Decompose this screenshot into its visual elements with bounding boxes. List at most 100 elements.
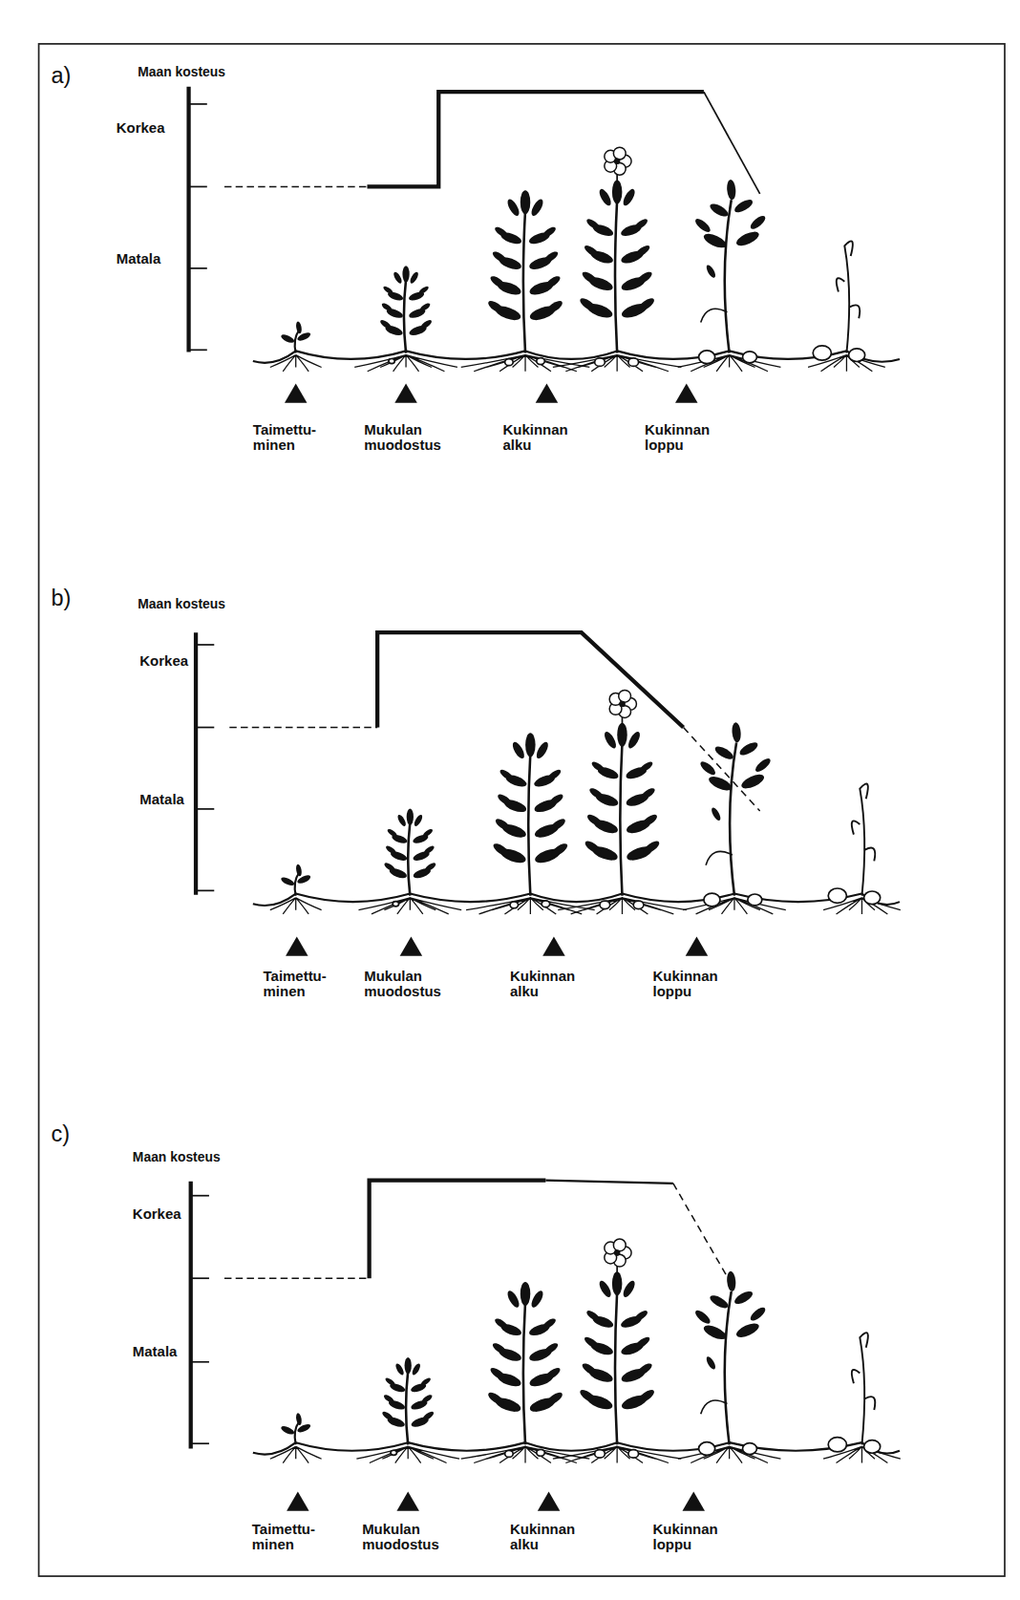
potato-leaf	[706, 773, 734, 794]
potato-leaf	[541, 1316, 558, 1331]
potato-leaf	[544, 298, 565, 317]
potato-leaf	[520, 1281, 531, 1306]
potato-leaf	[732, 1288, 755, 1306]
potato-leaf	[731, 722, 743, 744]
plant-stem	[701, 1400, 728, 1414]
potato-leaf	[295, 1412, 303, 1426]
plant-stem	[701, 308, 728, 322]
axis-tick	[195, 807, 214, 810]
potato-leaf	[417, 284, 430, 296]
plant-stem	[403, 279, 406, 354]
potato-leaf	[418, 301, 431, 314]
potato-leaf	[385, 827, 399, 838]
potato-leaf	[582, 243, 600, 259]
flower-center	[614, 158, 620, 165]
potato-leaf	[488, 274, 508, 291]
potato-leaf	[382, 284, 395, 296]
axis-tick	[189, 348, 208, 351]
potato-leaf	[493, 1316, 510, 1331]
moisture-curve	[224, 1276, 370, 1278]
stage-label: Mukulan muodostus	[363, 969, 442, 999]
axis-tick	[191, 1360, 210, 1363]
plant-stem	[295, 330, 299, 353]
tuber	[864, 891, 881, 905]
axis-level: Korkea	[116, 120, 166, 136]
potato-leaf	[525, 732, 535, 757]
tuber	[812, 345, 831, 361]
potato-leaf	[392, 270, 404, 284]
axis-tick	[191, 1276, 210, 1279]
potato-leaf	[707, 1293, 730, 1311]
potato-leaf	[543, 1365, 562, 1382]
potato-leaf	[577, 1387, 598, 1405]
moisture-curve	[673, 1183, 730, 1280]
plant-roots	[678, 355, 782, 372]
potato-leaf	[693, 216, 713, 235]
tuber	[628, 358, 639, 367]
tuber	[703, 892, 721, 907]
potato-leaf	[486, 298, 507, 317]
potato-leaf	[505, 197, 522, 218]
axis-title: Maan kosteus	[132, 1150, 221, 1166]
potato-leaf	[542, 1340, 560, 1357]
stage-marker	[284, 383, 307, 404]
potato-leaf	[295, 320, 303, 335]
axis-tick	[195, 890, 214, 893]
potato-leaf	[590, 760, 607, 775]
tuber	[633, 900, 644, 910]
stage-label: Kukinnan alku	[510, 1521, 575, 1552]
moisture-curve	[369, 1180, 547, 1279]
potato-leaf	[582, 1335, 600, 1351]
dead-stem	[851, 784, 876, 896]
outer-frame	[39, 43, 1005, 1576]
potato-leaf	[693, 1308, 713, 1327]
axis-level: Korkea	[139, 654, 189, 670]
stage-label: Taimettu- minen	[252, 1521, 316, 1552]
potato-leaf	[707, 201, 730, 219]
potato-leaf	[636, 1387, 657, 1405]
potato-leaf	[406, 807, 414, 825]
potato-leaf	[633, 1308, 650, 1323]
potato-leaf	[505, 1289, 522, 1310]
stage-label: Kukinnan loppu	[653, 1521, 719, 1552]
tuber	[536, 1448, 546, 1456]
stage-marker	[285, 935, 308, 956]
axis-tick	[191, 1194, 210, 1197]
potato-plant	[270, 863, 322, 914]
plant-stem	[405, 1370, 408, 1445]
potato-leaf	[491, 841, 512, 859]
potato-leaf	[394, 1361, 406, 1376]
potato-leaf	[421, 1409, 435, 1422]
potato-leaf	[420, 1393, 433, 1405]
potato-leaf	[410, 1361, 423, 1376]
stage-label: Kukinnan loppu	[653, 969, 719, 999]
tuber	[828, 1437, 847, 1452]
stage-marker	[400, 935, 423, 956]
tuber	[849, 348, 866, 362]
tuber	[747, 893, 763, 906]
potato-leaf	[637, 760, 655, 775]
potato-plant	[461, 190, 591, 372]
plant-stem	[705, 850, 733, 865]
potato-leaf	[725, 1270, 737, 1292]
soil-surface	[253, 350, 900, 362]
potato-leaf	[585, 812, 604, 829]
tuber	[743, 351, 758, 363]
plant-stem	[523, 210, 526, 354]
potato-leaf	[585, 1308, 602, 1323]
potato-leaf	[635, 269, 654, 286]
plant-roots	[270, 355, 322, 372]
potato-plant	[557, 689, 687, 914]
potato-plant	[466, 732, 595, 914]
plant-stem	[729, 743, 737, 896]
stage-marker	[535, 383, 558, 404]
potato-plant	[356, 1357, 460, 1464]
flower-center	[614, 1249, 620, 1255]
tuber	[392, 901, 399, 907]
tuber	[599, 900, 611, 910]
potato-leaf	[412, 813, 425, 828]
potato-plant	[461, 1281, 591, 1464]
axis-tick	[189, 186, 208, 189]
potato-leaf	[704, 263, 718, 279]
